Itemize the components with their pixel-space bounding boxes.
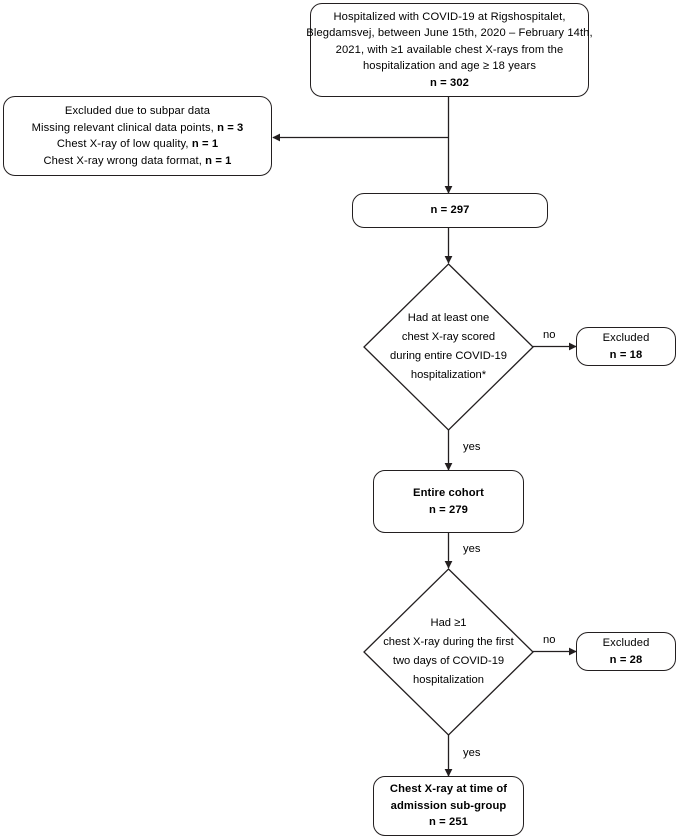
decision-one-line-3: during entire COVID-19 — [390, 350, 507, 362]
edge-label-no-one: no — [543, 329, 556, 341]
decision-first-two-days-text: Had ≥1 chest X-ray during the first two … — [363, 568, 534, 736]
excluded-subpar-item-3: Chest X-ray wrong data format, n = 1 — [44, 153, 232, 170]
edge-label-yes-two: yes — [463, 543, 481, 555]
decision-scored-xray-shape — [363, 263, 534, 431]
excluded-subpar-item-2: Chest X-ray of low quality, n = 1 — [57, 136, 218, 153]
excluded-subpar-item-1: Missing relevant clinical data points, n… — [32, 120, 244, 137]
decision-two-line-1: Had ≥1 — [430, 617, 467, 629]
edge-label-no-two: no — [543, 634, 556, 646]
enrollment-box: Hospitalized with COVID-19 at Rigshospit… — [306, 3, 593, 97]
remaining-box: n = 297 — [352, 193, 548, 228]
excluded-no-score-box: Excluded n = 18 — [576, 327, 676, 366]
admission-subgroup-line-1: Chest X-ray at time of — [389, 783, 508, 796]
enrollment-line-2: Blegdamsvej, between June 15th, 2020 – F… — [306, 27, 593, 40]
decision-two-line-3: two days of COVID-19 — [392, 655, 505, 667]
excluded-subpar-item-3-count: n = 1 — [205, 154, 232, 167]
enrollment-line-1: Hospitalized with COVID-19 at Rigshospit… — [333, 10, 566, 23]
admission-subgroup-box: Chest X-ray at time of admission sub-gro… — [373, 776, 524, 836]
enrollment-line-4: hospitalization and age ≥ 18 years — [362, 60, 537, 73]
excluded-subpar-box: Excluded due to subpar data Missing rele… — [3, 96, 272, 176]
excluded-no-score-count: n = 18 — [609, 348, 643, 361]
admission-subgroup-line-2: admission sub-group — [390, 799, 507, 812]
excluded-subpar-item-2-label: Chest X-ray of low quality, — [56, 138, 189, 150]
decision-one-line-1: Had at least one — [407, 312, 490, 324]
decision-one-line-4: hospitalization* — [410, 369, 487, 381]
entire-cohort-label: Entire cohort — [413, 487, 484, 499]
decision-first-two-days-shape — [363, 568, 534, 736]
entire-cohort-count: n = 279 — [429, 503, 468, 516]
decision-two-line-2: chest X-ray during the first — [383, 636, 514, 648]
decision-two-line-4: hospitalization — [413, 674, 484, 686]
decision-one-line-2: chest X-ray scored — [401, 331, 496, 343]
excluded-subpar-item-1-label: Missing relevant clinical data points, — [31, 121, 214, 134]
edge-label-yes-one: yes — [463, 441, 481, 453]
enrollment-count: n = 302 — [430, 76, 469, 89]
enrollment-line-3: 2021, with ≥1 available chest X-rays fro… — [335, 43, 564, 56]
excluded-subpar-item-3-label: Chest X-ray wrong data format, — [43, 154, 202, 167]
decision-scored-xray-text: Had at least one chest X-ray scored duri… — [363, 263, 534, 431]
excluded-subpar-item-1-count: n = 3 — [217, 121, 244, 134]
excluded-no-admission-label: Excluded — [602, 637, 650, 649]
excluded-subpar-heading: Excluded due to subpar data — [64, 105, 211, 117]
remaining-count: n = 297 — [430, 204, 470, 217]
excluded-no-admission-xray-box: Excluded n = 28 — [576, 632, 676, 671]
excluded-no-score-label: Excluded — [602, 332, 650, 344]
entire-cohort-box: Entire cohort n = 279 — [373, 470, 524, 533]
admission-subgroup-count: n = 251 — [429, 816, 468, 829]
decision-first-two-days: Had ≥1 chest X-ray during the first two … — [363, 568, 534, 736]
decision-scored-xray: Had at least one chest X-ray scored duri… — [363, 263, 534, 431]
excluded-subpar-item-2-count: n = 1 — [191, 138, 219, 150]
excluded-no-admission-count: n = 28 — [609, 653, 643, 666]
edge-label-yes-three: yes — [463, 747, 481, 759]
